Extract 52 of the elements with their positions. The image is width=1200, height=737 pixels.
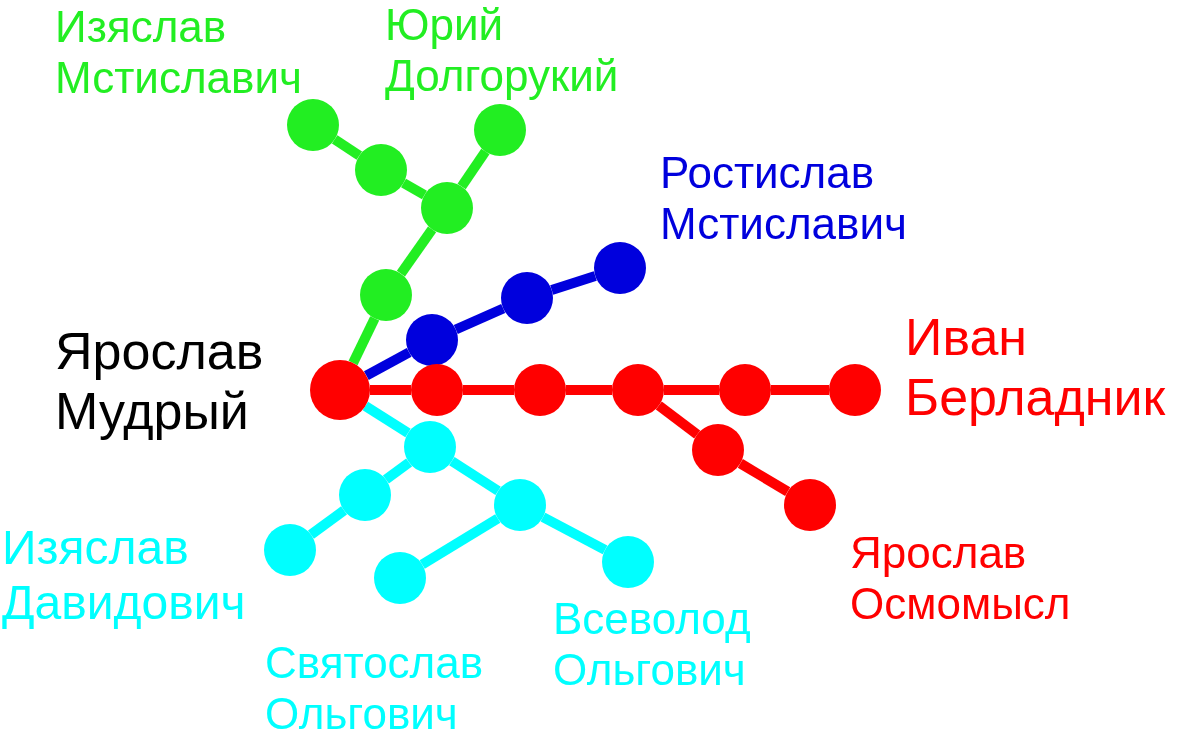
circle-node [264,524,316,576]
name-label: Всеволод Ольгович [553,594,751,696]
circle-node [594,242,646,294]
connector-line [463,385,514,395]
connector-line [419,514,501,569]
circle-node [287,99,339,151]
circle-node [310,360,370,420]
circle-node [474,104,526,156]
circle-node [784,479,836,531]
connector-line [664,385,719,395]
name-label: Ростислав Мстиславич [660,148,907,250]
circle-node [692,424,744,476]
connector-line [449,456,501,496]
connector-line [401,178,427,200]
circle-node [602,536,654,588]
circle-node [374,552,426,604]
connector-line [771,385,829,395]
name-label: Юрий Долгорукий [385,0,619,102]
circle-node [360,269,412,321]
connector-line [540,512,608,555]
connector-line [453,303,506,335]
circle-node [339,469,391,521]
connector-line [457,148,490,190]
circle-node [612,364,664,416]
connector-line [331,135,363,160]
name-label: Ярослав Мудрый [55,322,264,442]
name-label: Святослав Ольгович [265,638,484,737]
name-label: Иван Берладник [905,308,1166,428]
connector-line [370,385,411,395]
connector-line [737,459,791,496]
connector-line [655,401,701,439]
name-label: Ярослав Осмомысл [850,528,1071,630]
circle-node [355,144,407,196]
circle-node [514,364,566,416]
connector-line [362,401,411,438]
connector-line [396,226,437,277]
circle-node [421,182,473,234]
connector-line [308,506,347,539]
circle-node [411,364,463,416]
circle-node [829,364,881,416]
circle-node [501,272,553,324]
circle-node [719,364,771,416]
name-label: Изяслав Мстиславич [55,2,302,104]
connector-line [566,385,612,395]
name-label: Изяслав Давидович [2,520,246,631]
connector-line [382,458,413,484]
connector-line [363,348,412,381]
circle-node [406,314,458,366]
connector-line [550,271,597,295]
connector-line [348,316,380,366]
circle-node [494,479,546,531]
circle-node [404,421,456,473]
